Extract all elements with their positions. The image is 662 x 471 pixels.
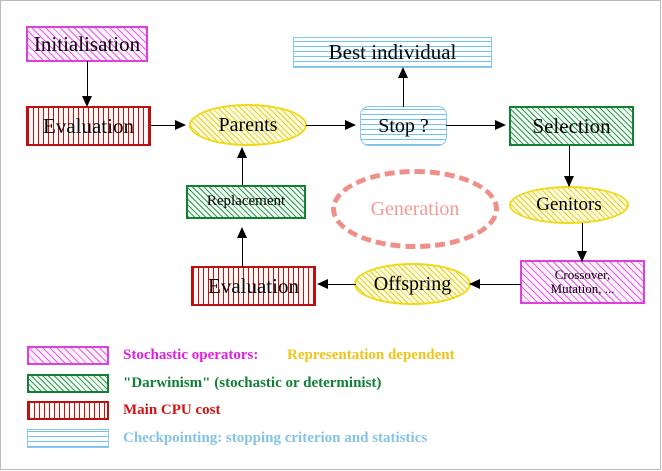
edge-replacement-to-parents-arrowhead	[237, 147, 247, 158]
edge-evaluation-to-parents	[151, 125, 183, 126]
edge-evaluation-to-parents-arrowhead	[175, 120, 186, 130]
edge-stop-to-selection	[446, 125, 503, 126]
node-selection[interactable]: Selection	[509, 106, 634, 146]
node-crossover-label-line1: Crossover,	[554, 267, 611, 283]
generation-label: Generation	[370, 197, 460, 220]
node-parents[interactable]: Parents	[189, 104, 307, 146]
node-evaluation-top[interactable]: Evaluation	[26, 106, 151, 146]
edge-initialisation-to-evaluation-arrowhead	[82, 96, 92, 107]
edge-selection-to-genitors	[569, 146, 570, 186]
legend-label-main-cpu-cost: Main CPU cost	[123, 402, 221, 418]
legend-swatch-main-cpu-cost	[27, 401, 109, 420]
legend-label-stochastic-operators: Stochastic operators:	[123, 347, 259, 363]
legend-swatch-darwinism	[27, 374, 109, 393]
edge-evaluation-to-replacement-arrowhead	[237, 227, 247, 238]
legend-swatch-checkpointing	[27, 429, 109, 448]
generation-cycle-region: Generation	[331, 169, 499, 249]
edge-replacement-to-parents	[242, 151, 243, 185]
node-offspring-label: Offspring	[373, 272, 452, 295]
node-evaluation-top-label: Evaluation	[43, 113, 134, 138]
edge-parents-to-stop-arrowhead	[345, 120, 356, 130]
node-stop[interactable]: Stop ?	[360, 106, 447, 146]
node-evaluation-bottom[interactable]: Evaluation	[191, 266, 316, 306]
edge-genitors-to-crossover	[582, 223, 583, 261]
legend-label-representation-dependent: Representation dependent	[287, 347, 455, 363]
node-genitors[interactable]: Genitors	[509, 186, 629, 224]
node-initialisation-label: Initialisation	[33, 31, 141, 56]
edge-crossover-to-offspring-arrowhead	[469, 279, 480, 289]
edge-initialisation-to-evaluation	[87, 61, 88, 97]
node-best-individual-label: Best individual	[328, 40, 457, 65]
legend-label-darwinism: "Darwinism" (stochastic or determinist)	[123, 375, 382, 391]
node-initialisation[interactable]: Initialisation	[26, 26, 148, 62]
edge-stop-to-best-individual	[403, 69, 404, 107]
node-best-individual[interactable]: Best individual	[293, 37, 492, 68]
node-offspring[interactable]: Offspring	[354, 263, 471, 305]
edge-crossover-to-offspring	[479, 284, 521, 285]
node-crossover-label-line2: Mutation, ...	[550, 281, 615, 296]
edge-genitors-to-crossover-arrowhead	[577, 251, 587, 262]
node-replacement[interactable]: Replacement	[186, 185, 306, 219]
node-evaluation-bottom-label: Evaluation	[208, 273, 299, 298]
node-crossover-mutation[interactable]: Crossover, Mutation, ...	[520, 260, 645, 304]
node-stop-label: Stop ?	[378, 114, 429, 137]
edge-selection-to-genitors-arrowhead	[564, 176, 574, 187]
edge-offspring-to-evaluation-arrowhead	[317, 279, 328, 289]
edge-offspring-to-evaluation	[326, 284, 356, 285]
legend-swatch-stochastic-operators	[27, 346, 109, 365]
edge-stop-to-selection-arrowhead	[495, 120, 506, 130]
edge-stop-to-best-individual-arrowhead	[398, 67, 408, 78]
node-genitors-label: Genitors	[536, 194, 602, 216]
legend-label-checkpointing: Checkpointing: stopping criterion and st…	[123, 430, 428, 446]
edge-evaluation-to-replacement	[242, 229, 243, 267]
edge-parents-to-stop	[306, 125, 353, 126]
node-replacement-label: Replacement	[206, 193, 286, 210]
node-parents-label: Parents	[218, 113, 278, 136]
node-selection-label: Selection	[532, 113, 611, 138]
